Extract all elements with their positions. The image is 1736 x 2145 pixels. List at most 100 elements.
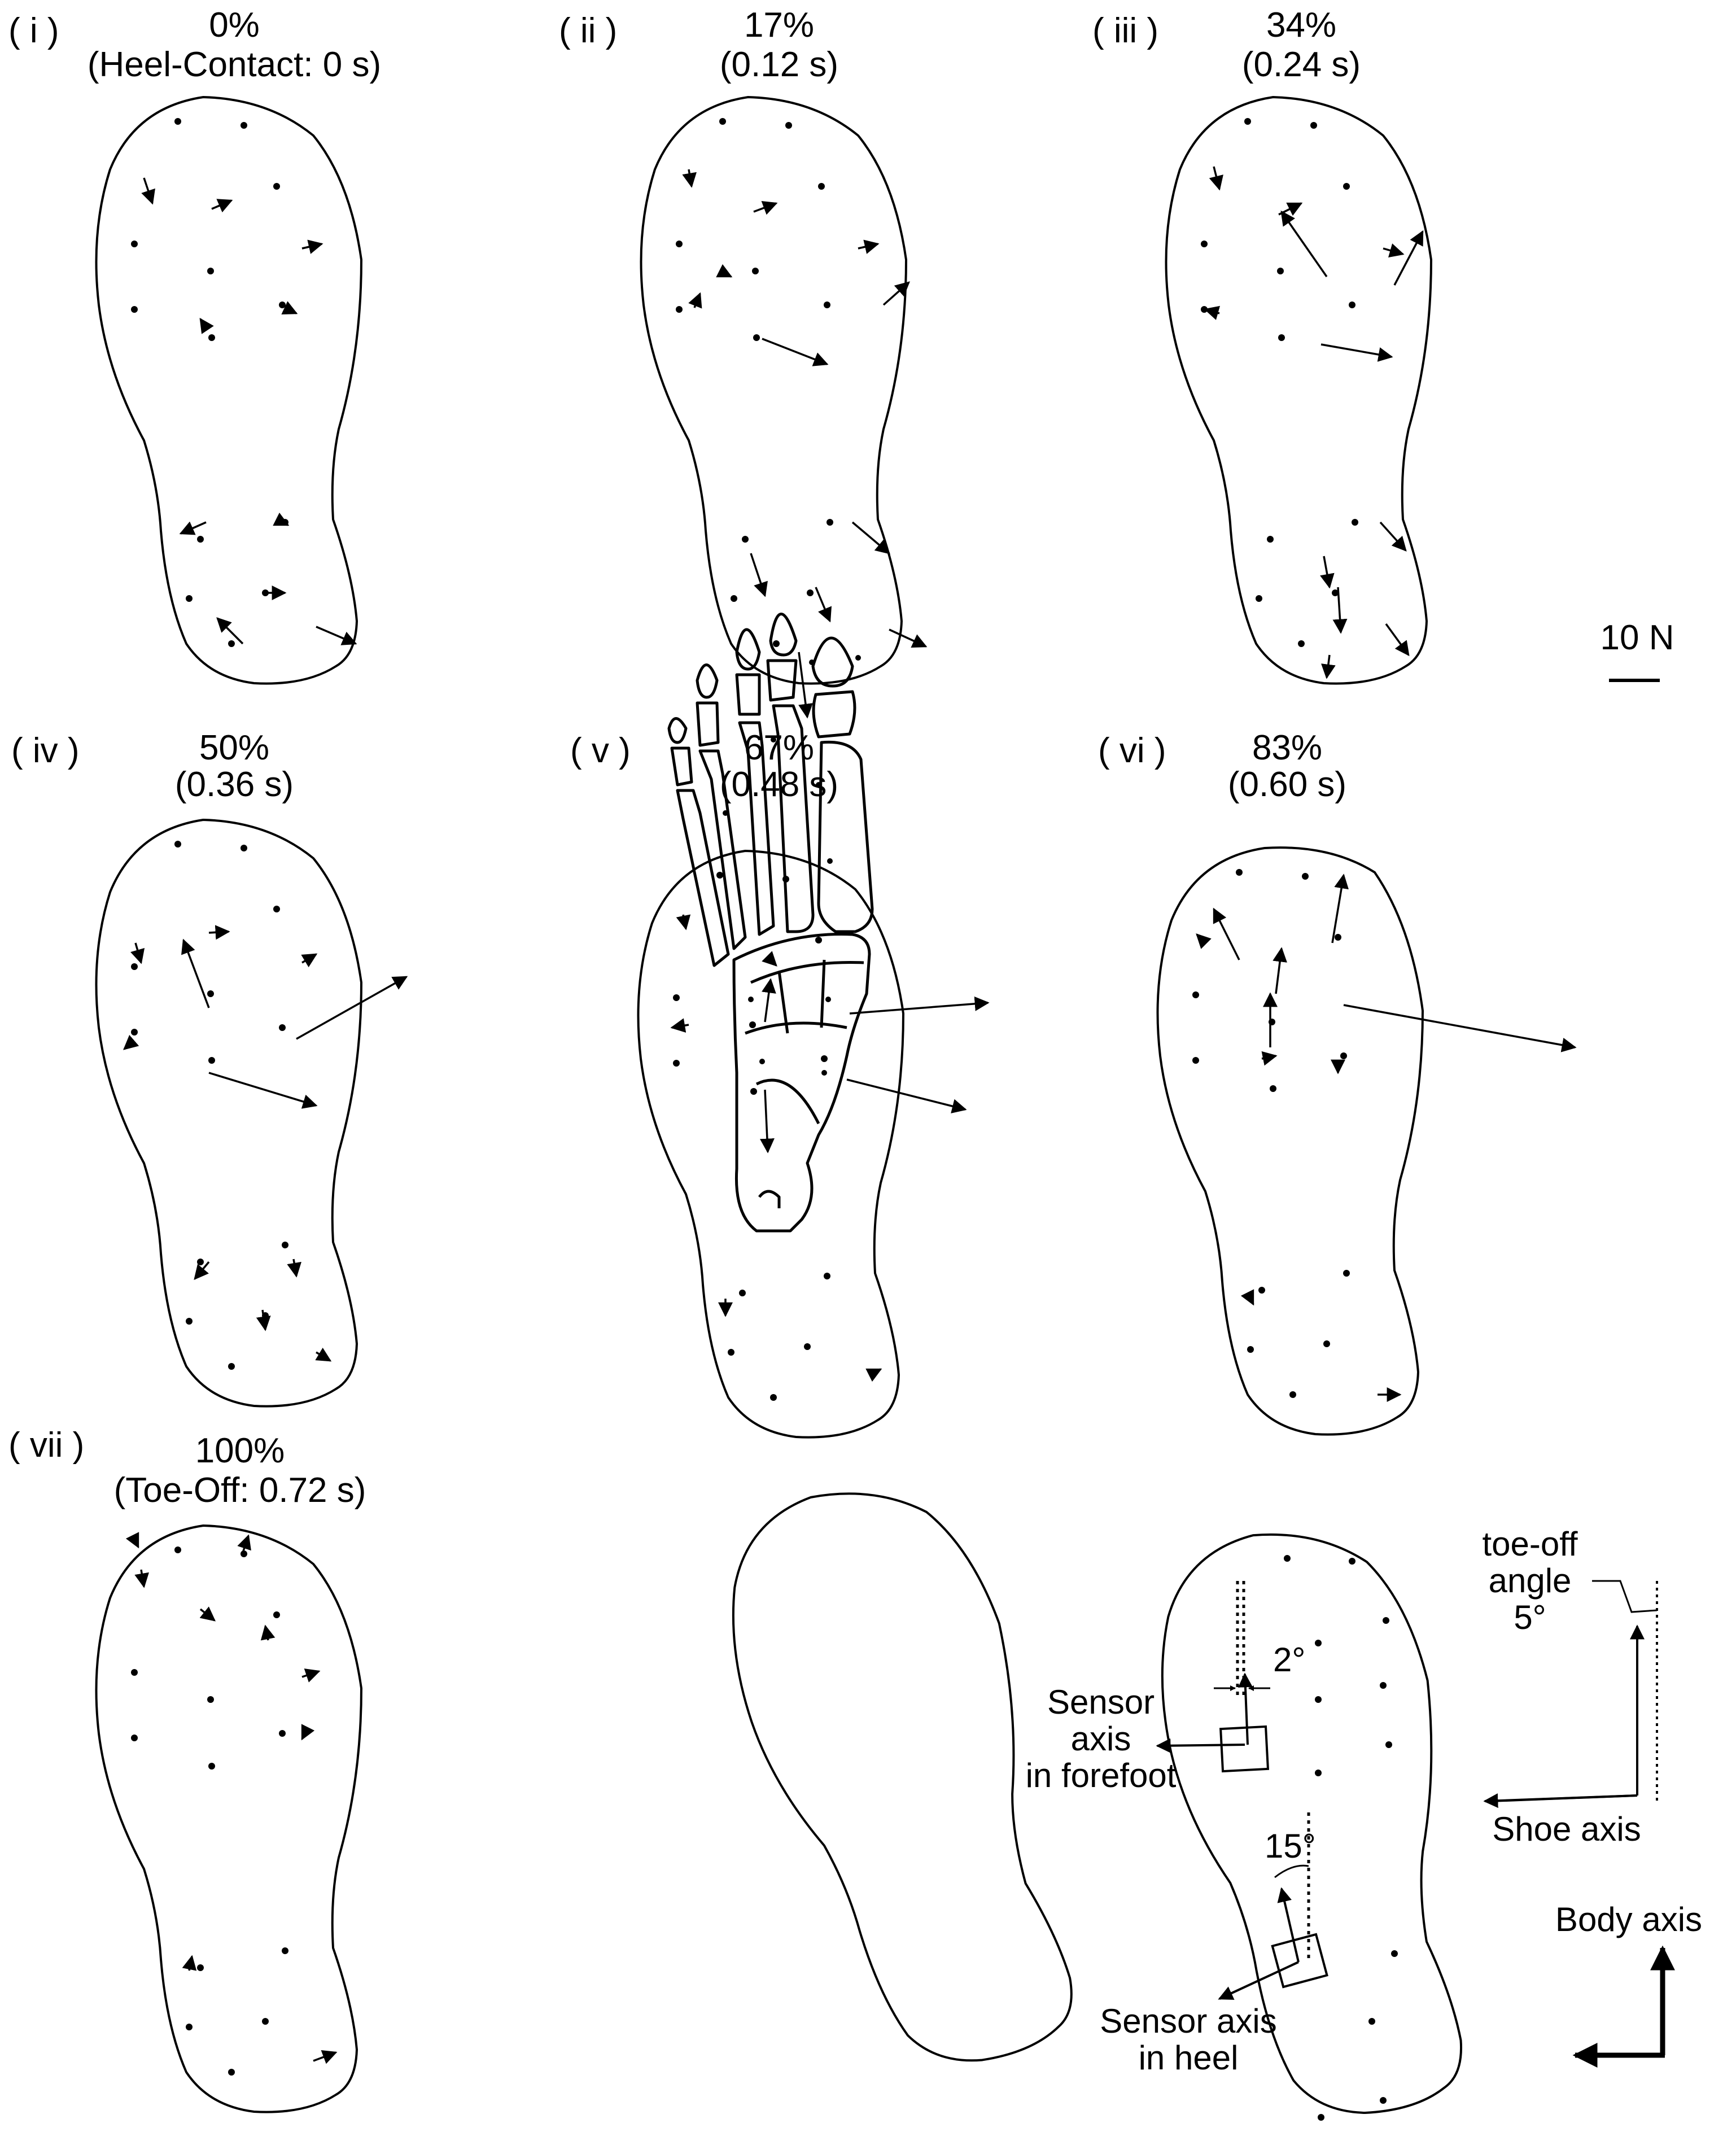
time-label: (0.12 s) — [720, 45, 838, 84]
force-arrow — [753, 201, 778, 215]
force-arrow — [682, 169, 697, 188]
sensor-dot — [208, 334, 215, 341]
sensor-dot — [673, 1060, 680, 1067]
force-arrow — [676, 914, 691, 930]
heel-sensor-vertical-arrow — [1277, 1887, 1300, 1963]
calcaneus-line — [755, 1078, 820, 1125]
sensor-dot — [279, 1024, 286, 1031]
sensor-dot — [273, 183, 280, 190]
roman-numeral: ( vii ) — [8, 1426, 84, 1465]
force-arrow — [1196, 933, 1212, 949]
sensor-dot — [785, 122, 792, 129]
metatarsal-1 — [817, 740, 874, 933]
panel-label-iii: ( iii ) 34% (0.24 s) — [1092, 6, 1361, 84]
force-arrow — [750, 553, 768, 597]
sensor-dot — [1323, 1340, 1330, 1347]
forefoot-angle-label: 2° — [1273, 1641, 1305, 1679]
heel-notch — [758, 1190, 781, 1208]
foot-outline — [1156, 846, 1424, 1436]
sensor-dot — [1270, 1085, 1276, 1092]
foot-outline — [95, 818, 363, 1408]
heel-sensor-box — [1271, 1933, 1328, 1989]
sensor-dot — [131, 1735, 138, 1741]
force-arrow — [716, 264, 733, 278]
sensor-dot — [197, 1964, 204, 1971]
shoe-axis-corner — [1490, 1643, 1638, 1802]
force-arrow — [208, 925, 230, 940]
sensor-dot — [1244, 118, 1251, 125]
force-arrow — [141, 177, 155, 205]
axes-legend-panel: 2° Sensor axis in forefoot 15° Sensor ax… — [1026, 1525, 1702, 2077]
sensor-dot — [1352, 519, 1358, 526]
force-arrow — [194, 1261, 210, 1280]
sensor-dot — [273, 906, 280, 912]
time-label: (0.36 s) — [175, 765, 294, 804]
sensor-dot — [804, 1343, 811, 1350]
sensor-dot — [1391, 1950, 1398, 1957]
sensor-dot — [1310, 122, 1317, 129]
tarsal-block — [732, 933, 871, 1233]
sensor-dot — [827, 519, 833, 526]
sensor-dot — [131, 1669, 138, 1676]
phalanx-proximal-5 — [670, 746, 693, 787]
sensor-dot — [1247, 1346, 1254, 1353]
force-arrow — [851, 521, 890, 554]
force-arrow — [211, 199, 233, 213]
metatarsal-5 — [676, 789, 730, 967]
force-arrow — [301, 1668, 321, 1683]
force-arrow — [316, 626, 357, 645]
sensor-dot — [174, 1547, 181, 1553]
sensor-dot — [262, 2018, 269, 2025]
sensor-dot — [1343, 1270, 1350, 1277]
scale-bar: 10 N — [1601, 618, 1674, 682]
heel-angle-arc — [1274, 1864, 1309, 1878]
skeleton-foot-outline — [732, 1492, 1073, 2062]
force-arrow — [1280, 210, 1328, 277]
sensor-dot — [174, 841, 181, 847]
sensor-dot — [749, 1021, 756, 1028]
percent-label: 83% — [1252, 728, 1322, 767]
sensor-dot — [1332, 589, 1339, 596]
tarsal-line-2 — [745, 1021, 847, 1035]
sensor-dot — [1315, 1770, 1322, 1776]
sensor-dot — [240, 845, 247, 851]
metatarsal-4 — [698, 749, 747, 950]
sensor-dot — [824, 302, 830, 308]
sensor-dot — [752, 268, 759, 274]
sensor-dot — [208, 1763, 215, 1770]
sensor-dot — [1315, 1640, 1322, 1646]
force-arrow — [1204, 305, 1221, 320]
sensor-dot — [1236, 869, 1243, 876]
sensor-dot — [197, 536, 204, 543]
metatarsal-3 — [738, 721, 775, 936]
sensor-dot — [1201, 241, 1208, 247]
heel-sensor-horizontal-arrow — [1218, 1961, 1299, 2000]
force-arrow — [889, 628, 928, 648]
force-arrow — [179, 521, 207, 535]
sensor-dot — [131, 1029, 138, 1036]
force-arrow — [237, 1534, 251, 1553]
roman-numeral: ( i ) — [8, 11, 59, 50]
sensor-dot — [282, 1242, 288, 1248]
sensor-dot — [279, 302, 286, 308]
force-arrow — [260, 1624, 276, 1641]
forefoot-sensor-horizontal-arrow — [1156, 1738, 1245, 1753]
force-arrow — [846, 1078, 967, 1113]
sensor-dot — [186, 595, 193, 602]
sensor-dot — [676, 306, 683, 313]
body-axis-label: Body axis — [1555, 1901, 1702, 1938]
force-arrow — [123, 1034, 139, 1050]
sensor-dot — [282, 1947, 288, 1954]
forefoot-sensor-box — [1219, 1725, 1270, 1773]
axes-foot-outline — [1161, 1533, 1463, 2114]
force-arrow — [1320, 556, 1335, 589]
force-arrow — [296, 976, 408, 1040]
sensor-forefoot-label-2: axis — [1071, 1720, 1131, 1758]
sensor-dot — [1267, 536, 1274, 543]
force-arrow — [1379, 521, 1407, 552]
force-arrow — [1343, 1004, 1577, 1052]
sensor-dot — [1284, 1555, 1291, 1562]
percent-label: 50% — [199, 728, 269, 767]
force-arrow — [688, 292, 702, 309]
panel-label-v: ( v ) 67% (0.48 s) — [570, 728, 838, 804]
